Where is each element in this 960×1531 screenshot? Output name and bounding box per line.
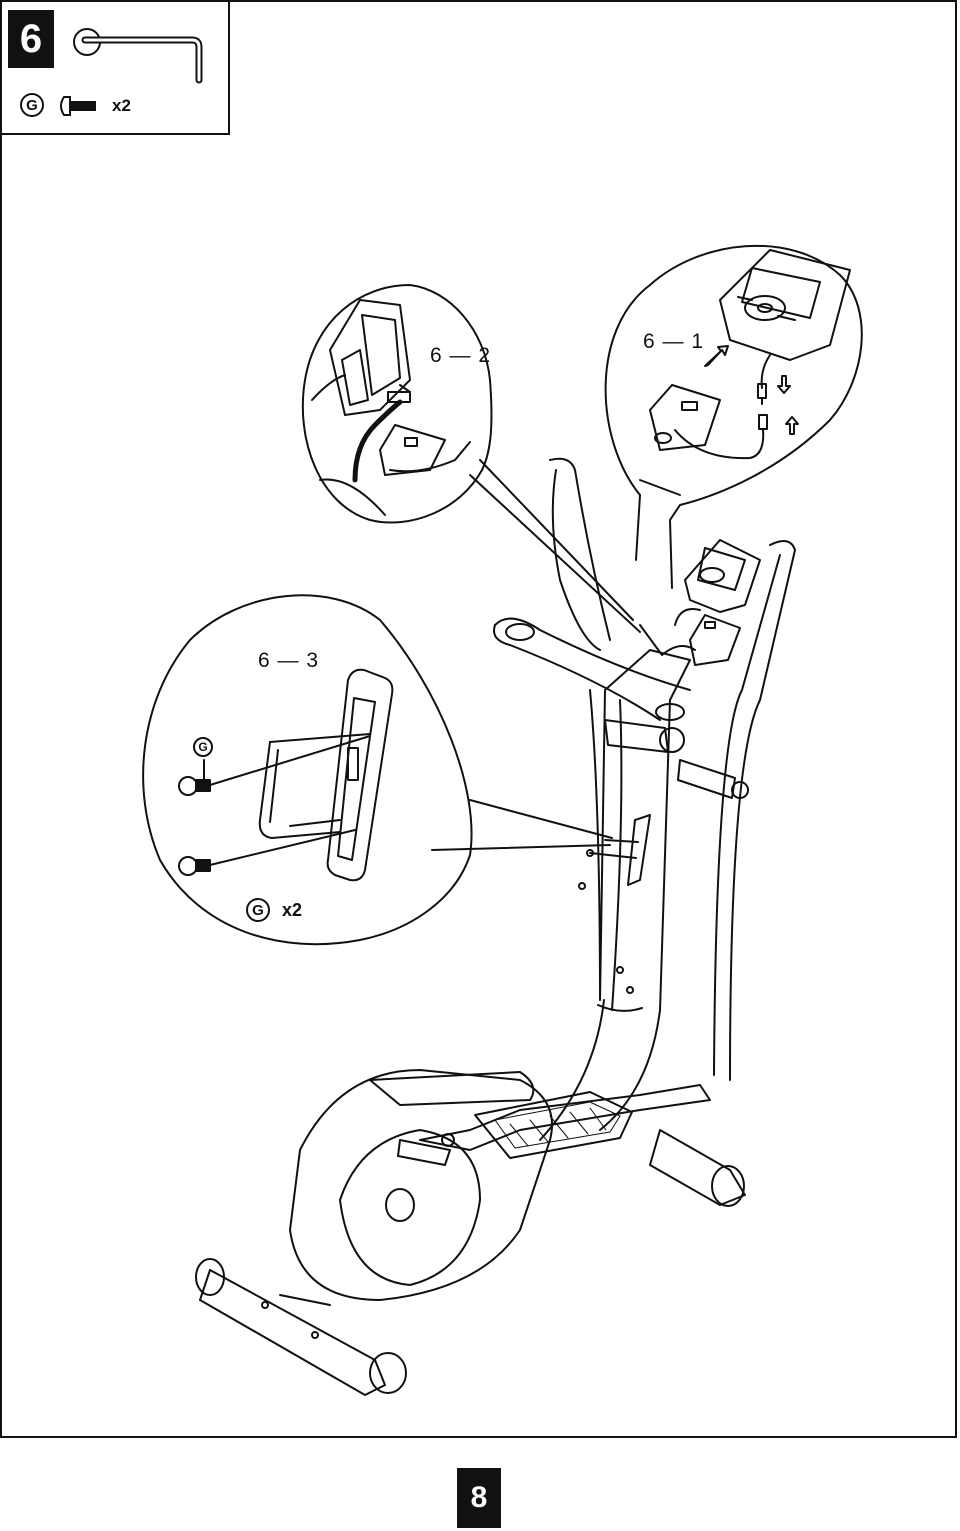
detail-6-2-bubble: [301, 284, 641, 633]
instruction-frame: [0, 0, 957, 1438]
substep-6-3-label: 6 — 3: [258, 649, 320, 672]
hardware-callout-badge: G: [193, 737, 213, 757]
substep-6-2-label: 6 — 2: [430, 344, 492, 367]
substep-6-1-label: 6 — 1: [643, 330, 705, 353]
page-number: 8: [457, 1468, 501, 1528]
allen-key-icon: [73, 28, 203, 84]
detail-hardware-letter: G: [246, 898, 270, 922]
hardware-letter-badge: G: [20, 93, 44, 117]
step-header-box: 6 G x2: [0, 0, 230, 135]
assembly-illustration: [142, 244, 863, 1396]
hardware-quantity: x2: [112, 96, 131, 115]
step-number: 6: [8, 10, 54, 68]
detail-6-1-bubble: [604, 244, 863, 589]
elliptical-frame: [195, 457, 796, 1396]
bolt-icon: [60, 96, 96, 116]
detail-6-3-bubble: [142, 594, 613, 946]
detail-hardware-quantity: x2: [282, 900, 303, 920]
